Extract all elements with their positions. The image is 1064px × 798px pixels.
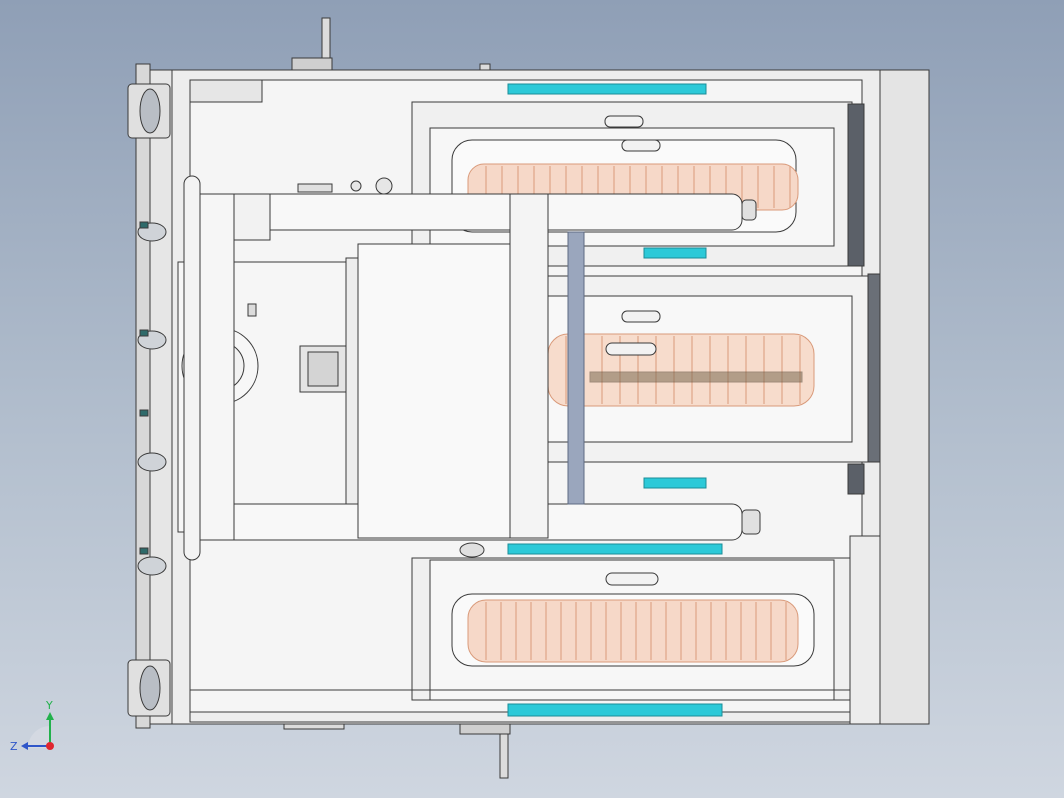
- triad-base: [28, 726, 50, 748]
- end-cap-top: [741, 199, 757, 221]
- lower-rollers: [485, 602, 787, 660]
- right-dark-plate: [867, 273, 881, 463]
- y-axis-arrow: [46, 712, 54, 720]
- gantry-left-post: [199, 193, 235, 541]
- top-tab: [479, 63, 491, 71]
- caster-group: [127, 83, 171, 717]
- coordinate-triad: Y Z: [10, 699, 54, 753]
- gantry-top-block: [231, 193, 271, 241]
- upper-handle-2: [621, 139, 661, 152]
- carriage-side: [509, 193, 549, 539]
- lower-roller-bed: [467, 599, 799, 663]
- caster-top-wheel: [139, 88, 161, 134]
- middle-handle: [621, 310, 661, 323]
- z-axis-label: Z: [10, 740, 18, 753]
- right-dark-strip-2: [847, 463, 865, 495]
- right-side-panel: [879, 69, 930, 725]
- fitting-round: [350, 180, 362, 192]
- upper-handle: [604, 115, 644, 128]
- slide-bar: [643, 247, 707, 259]
- carriage-plate: [357, 243, 511, 539]
- y-axis-label: Y: [45, 699, 53, 712]
- rail-clip: [139, 409, 149, 417]
- left-rail: [135, 63, 151, 729]
- top-fitting: [297, 183, 333, 193]
- caster-wheel: [137, 556, 167, 576]
- slide-bar: [507, 703, 723, 717]
- top-left-block: [189, 79, 263, 103]
- bottom-fitting: [459, 542, 485, 558]
- rail-clip: [139, 221, 149, 229]
- bottom-tab: [283, 723, 345, 730]
- left-rail-inner: [149, 69, 173, 725]
- slide-bar: [507, 83, 707, 95]
- slide-bar: [643, 477, 707, 489]
- connector-inner: [307, 351, 339, 387]
- vertical-shaft: [567, 231, 585, 505]
- end-cap-bottom: [741, 509, 761, 535]
- right-dark-strip: [847, 103, 865, 267]
- fitting-round: [375, 177, 393, 195]
- middle-roller-bar: [589, 371, 803, 383]
- middle-roller-bed: [547, 333, 815, 407]
- z-axis-arrow: [21, 742, 28, 750]
- caster-bottom-wheel: [139, 665, 161, 711]
- machine-top-view: [127, 17, 930, 779]
- rail-clip: [139, 329, 149, 337]
- x-axis-dot: [46, 742, 54, 750]
- slide-bars: [507, 83, 723, 717]
- right-divider: [849, 535, 881, 725]
- bottom-bracket-base: [459, 723, 511, 735]
- middle-handle-2: [605, 342, 657, 356]
- slide-bar: [507, 543, 723, 555]
- top-bracket-base: [291, 57, 333, 71]
- gantry-left-rail: [183, 175, 201, 561]
- gantry-top-arm: [199, 193, 743, 231]
- rail-clip: [139, 547, 149, 555]
- small-square: [247, 303, 257, 317]
- lower-handle: [605, 572, 659, 586]
- caster-wheel: [137, 452, 167, 472]
